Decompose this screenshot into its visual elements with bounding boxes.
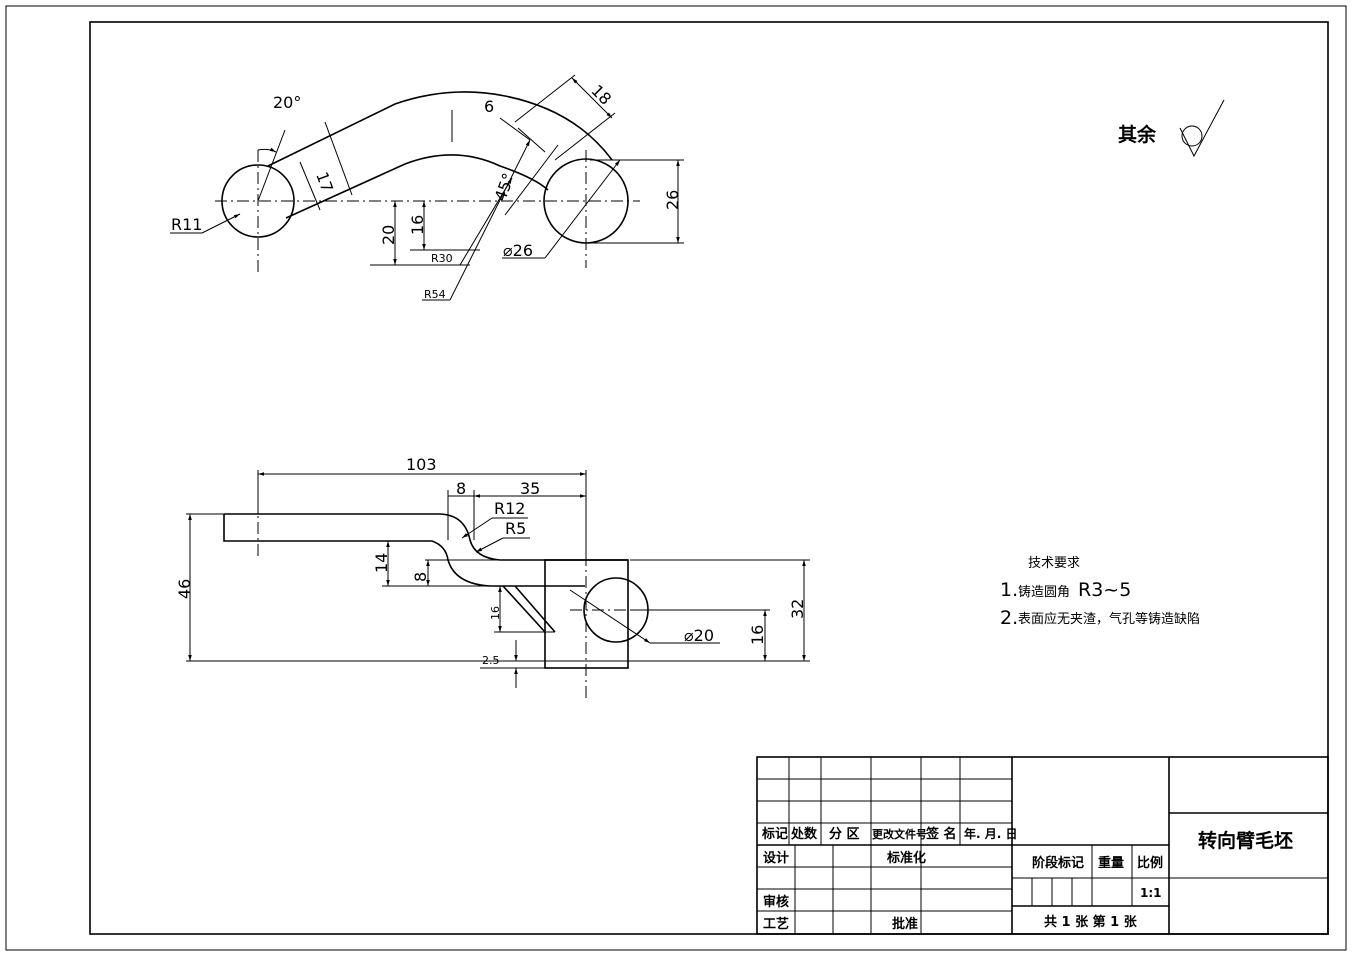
rib-line2 bbox=[514, 585, 556, 633]
rib-line1 bbox=[502, 585, 546, 633]
tech-req-1-text: 铸造圆角 bbox=[1018, 584, 1070, 600]
angle-20-line bbox=[257, 129, 286, 202]
r11-leader bbox=[201, 213, 241, 234]
tech-req-1-prefix: 1. bbox=[1000, 579, 1018, 601]
dim-6-line bbox=[499, 117, 531, 141]
surface-symbol-circle bbox=[1181, 125, 1203, 147]
outer-border bbox=[5, 5, 1347, 951]
dim-35-label: 35 bbox=[520, 479, 540, 498]
tech-requirements: 技术要求 1. 铸造圆角 R3~5 2. 表面应无夹渣，气孔等铸造缺陷 bbox=[1000, 556, 1200, 629]
dim-17-ext bbox=[324, 121, 353, 196]
dim-14-label: 14 bbox=[372, 553, 391, 573]
dim-20-label: 20 bbox=[379, 225, 398, 245]
dim-6-label: 6 bbox=[484, 97, 494, 116]
tech-req-1-value: R3~5 bbox=[1078, 579, 1131, 601]
top-view: 20° 17 18 6 45° 26 20 16 R11 bbox=[170, 74, 684, 301]
angle-20-arc bbox=[257, 147, 277, 153]
label-scale: 比例 bbox=[1137, 855, 1163, 871]
dim-2-5-label: 2.5 bbox=[482, 654, 500, 667]
r12-leader bbox=[461, 517, 493, 539]
label-count: 处数 bbox=[790, 826, 818, 842]
label-review: 审核 bbox=[763, 894, 789, 910]
label-zone: 分 区 bbox=[829, 826, 860, 842]
dim-17-label: 17 bbox=[312, 169, 337, 195]
surface-note-label: 其余 bbox=[1118, 123, 1157, 146]
label-process: 工艺 bbox=[763, 916, 789, 932]
angle-45-line bbox=[504, 144, 559, 216]
dim-18-ext2 bbox=[554, 112, 616, 161]
angle-20-label: 20° bbox=[273, 93, 301, 112]
r54-leader bbox=[449, 139, 531, 301]
arm-upper-outline bbox=[224, 513, 628, 561]
dim-32-label: 32 bbox=[788, 599, 807, 619]
dim-16b-label: 16 bbox=[748, 625, 767, 645]
label-weight: 重量 bbox=[1098, 855, 1124, 871]
label-sign: 签 名 bbox=[925, 826, 957, 842]
r11-label: R11 bbox=[171, 215, 202, 234]
dim-16-label: 16 bbox=[408, 215, 427, 235]
dia20-label: ⌀20 bbox=[684, 626, 714, 645]
label-mark: 标记 bbox=[761, 826, 788, 842]
label-approve: 批准 bbox=[892, 916, 918, 932]
dim-8-label: 8 bbox=[456, 479, 466, 498]
tech-req-2-prefix: 2. bbox=[1000, 607, 1018, 629]
sheet-count: 共 1 张 第 1 张 bbox=[1044, 914, 1138, 930]
dia20-leader bbox=[569, 589, 651, 644]
dim-16a-label: 16 bbox=[489, 606, 502, 620]
dim-46-label: 46 bbox=[175, 579, 194, 599]
arm-lower-outline bbox=[223, 514, 585, 587]
tech-req-2-text: 表面应无夹渣，气孔等铸造缺陷 bbox=[1018, 611, 1200, 627]
arm-upper-edge bbox=[267, 91, 613, 167]
label-stage-mark: 阶段标记 bbox=[1032, 855, 1084, 871]
angle-45-label: 45° bbox=[491, 170, 519, 203]
dim-18-ext1 bbox=[514, 74, 576, 123]
tech-req-title: 技术要求 bbox=[1028, 556, 1080, 571]
dim-8b-label: 8 bbox=[411, 572, 430, 582]
r5-leader bbox=[475, 537, 504, 553]
dim-18-label: 18 bbox=[587, 81, 615, 109]
arm-lower-edge bbox=[285, 154, 549, 219]
dia26-leader bbox=[544, 159, 621, 259]
surface-symbol-check bbox=[1179, 99, 1225, 158]
dim-17-line bbox=[299, 161, 321, 211]
part-name: 转向臂毛坯 bbox=[1198, 829, 1293, 852]
surface-finish-note: 其余 bbox=[1118, 99, 1225, 158]
dim-103-label: 103 bbox=[406, 455, 437, 474]
inner-frame bbox=[89, 21, 1329, 935]
dim-26-label: 26 bbox=[663, 190, 682, 210]
side-view: 103 35 8 R12 R5 46 14 8 16 bbox=[175, 455, 810, 700]
scale-value: 1:1 bbox=[1140, 886, 1162, 900]
title-block: 转向臂毛坯 标记 处数 分 区 更改文件号 签 名 年. 月. 日 设计 标准化… bbox=[756, 756, 1329, 935]
r12-label: R12 bbox=[494, 499, 525, 518]
label-date: 年. 月. 日 bbox=[964, 826, 1017, 841]
r5-label: R5 bbox=[505, 519, 526, 538]
dim-18-line bbox=[571, 77, 613, 119]
label-change-doc: 更改文件号 bbox=[872, 827, 927, 841]
r30-label: R30 bbox=[431, 252, 453, 265]
dim-6-ext bbox=[517, 127, 546, 153]
label-standardize: 标准化 bbox=[886, 850, 926, 866]
dia26-label: ⌀26 bbox=[503, 241, 533, 260]
label-design: 设计 bbox=[763, 850, 789, 866]
r54-label: R54 bbox=[424, 288, 446, 301]
